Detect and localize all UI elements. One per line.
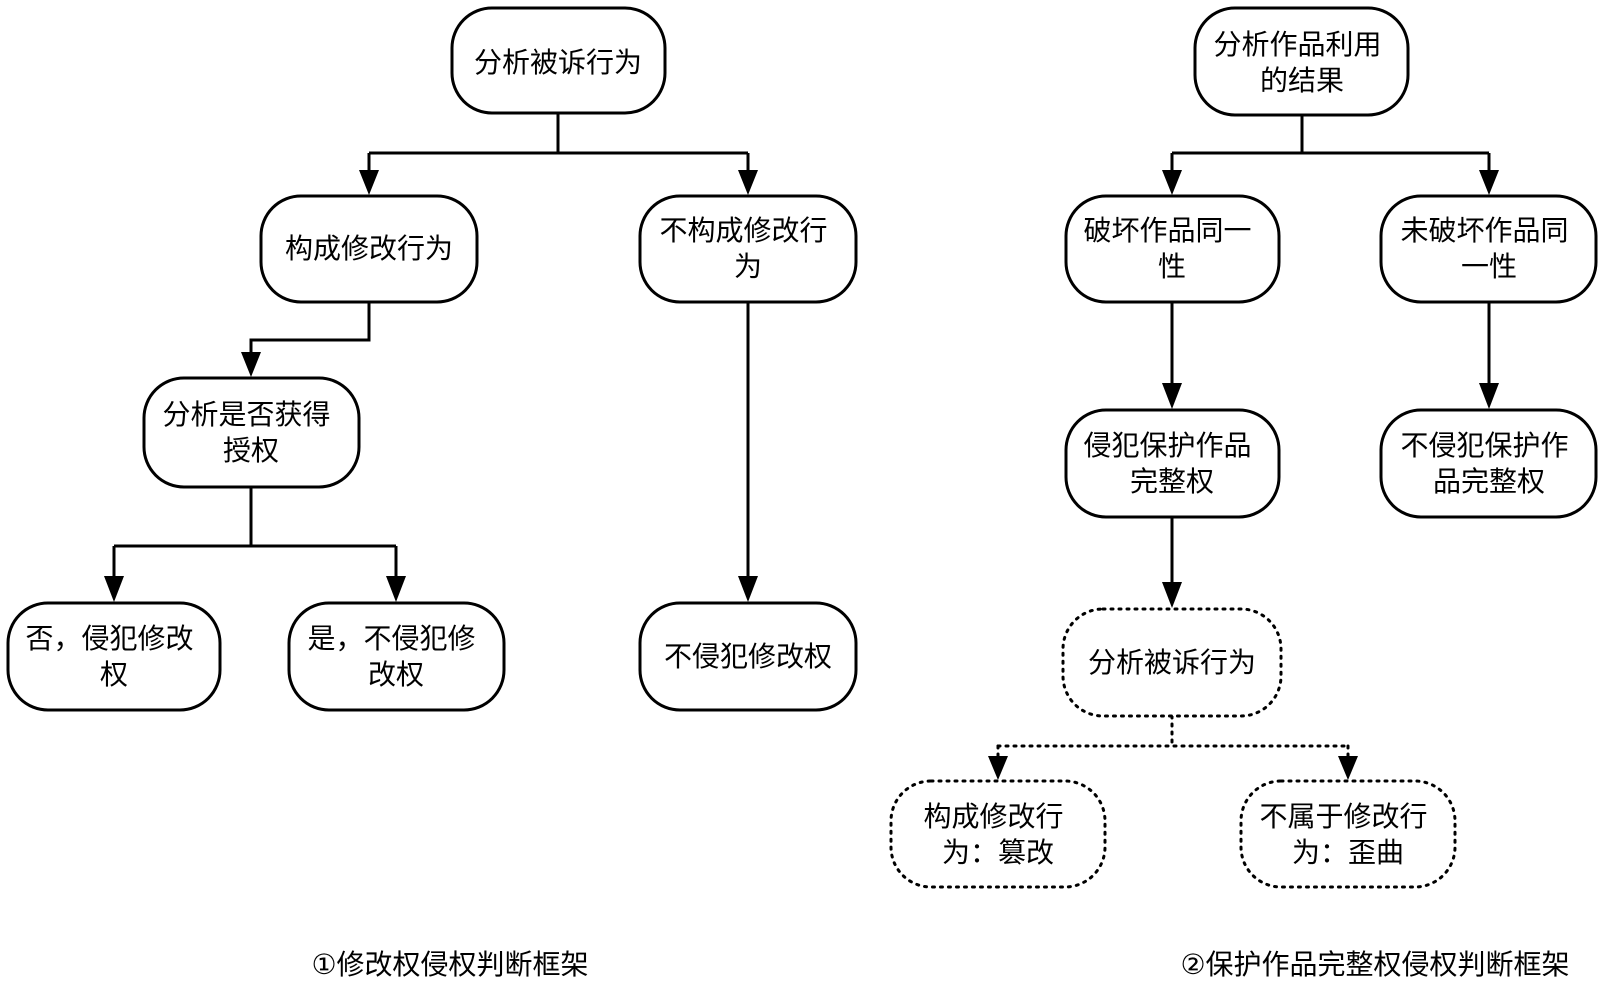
- svg-text:分析是否获得 授权: 分析是否获得 授权: [163, 398, 340, 467]
- svg-text:不侵犯修改权: 不侵犯修改权: [664, 640, 832, 673]
- arrowhead-icon: [1338, 756, 1358, 780]
- modification-right-framework: 分析被诉行为 构成修改行为 不构成修改行 为 分析是否获得 授权: [6, 6, 858, 981]
- arrowhead-icon: [1479, 170, 1499, 195]
- svg-text:分析被诉行为: 分析被诉行为: [474, 46, 642, 79]
- arrowhead-icon: [1162, 582, 1182, 608]
- arrowhead-icon: [1162, 383, 1182, 409]
- node-analyze-authorization: 分析是否获得 授权: [142, 376, 361, 489]
- arrowhead-icon: [988, 756, 1008, 780]
- right-caption: ②保护作品完整权侵权判断框架: [1180, 948, 1569, 981]
- node-infringes-integrity: 侵犯保护作品 完整权: [1064, 408, 1281, 519]
- node-no-infringes-modification: 否，侵犯修改 权: [6, 601, 222, 712]
- svg-text:构成修改行 为：篡改: 构成修改行 为：篡改: [924, 800, 1073, 869]
- node-destroys-identity: 破坏作品同一 性: [1064, 194, 1281, 304]
- arrowhead-icon: [386, 576, 406, 602]
- svg-text:侵犯保护作品 完整权: 侵犯保护作品 完整权: [1084, 429, 1261, 498]
- svg-text:分析作品利用 的结果: 分析作品利用 的结果: [1214, 28, 1391, 97]
- edge-authorization-split: [114, 487, 396, 548]
- svg-text:不属于修改行 为：歪曲: 不属于修改行 为：歪曲: [1260, 800, 1437, 869]
- svg-text:是，不侵犯修 改权: 是，不侵犯修 改权: [308, 622, 485, 691]
- svg-text:未破坏作品同 一性: 未破坏作品同 一性: [1401, 214, 1578, 283]
- node-not-infringe-modification: 不侵犯修改权: [638, 601, 858, 712]
- edge-analyze-split: [996, 714, 1350, 748]
- integrity-right-framework: 分析作品利用 的结果 破坏作品同一 性 未破坏作品同 一性 侵犯保护作品 完整权: [889, 6, 1598, 981]
- arrowhead-icon: [738, 170, 758, 195]
- svg-text:否，侵犯修改 权: 否，侵犯修改 权: [26, 622, 203, 691]
- edge-root-split: [1172, 115, 1489, 155]
- node-analyze-conduct: 分析被诉行为: [450, 6, 667, 115]
- node-tamper: 构成修改行 为：篡改: [889, 779, 1107, 889]
- svg-text:不侵犯保护作 品完整权: 不侵犯保护作 品完整权: [1401, 429, 1578, 498]
- svg-text:构成修改行为: 构成修改行为: [285, 232, 453, 265]
- node-analyze-conduct-dotted: 分析被诉行为: [1061, 607, 1283, 718]
- node-analyze-result: 分析作品利用 的结果: [1193, 6, 1410, 117]
- arrowhead-icon: [241, 352, 261, 377]
- arrowhead-icon: [738, 576, 758, 602]
- svg-text:破坏作品同一 性: 破坏作品同一 性: [1084, 214, 1261, 283]
- arrowhead-icon: [359, 170, 379, 195]
- node-not-infringes-integrity: 不侵犯保护作 品完整权: [1379, 408, 1598, 519]
- node-not-destroys-identity: 未破坏作品同 一性: [1379, 194, 1598, 304]
- arrowhead-icon: [1479, 383, 1499, 409]
- node-not-constitutes-modification: 不构成修改行 为: [638, 194, 858, 304]
- svg-text:分析被诉行为: 分析被诉行为: [1088, 646, 1256, 679]
- arrowhead-icon: [1162, 170, 1182, 195]
- node-yes-not-infringes: 是，不侵犯修 改权: [287, 601, 506, 712]
- arrowhead-icon: [104, 576, 124, 602]
- edge-root-split: [369, 113, 748, 155]
- node-distort: 不属于修改行 为：歪曲: [1239, 779, 1457, 889]
- node-constitutes-modification: 构成修改行为: [259, 194, 479, 304]
- left-caption: ①修改权侵权判断框架: [311, 948, 588, 981]
- svg-text:不构成修改行 为: 不构成修改行 为: [660, 214, 837, 283]
- edge-constitutes-to-authorization: [249, 302, 371, 362]
